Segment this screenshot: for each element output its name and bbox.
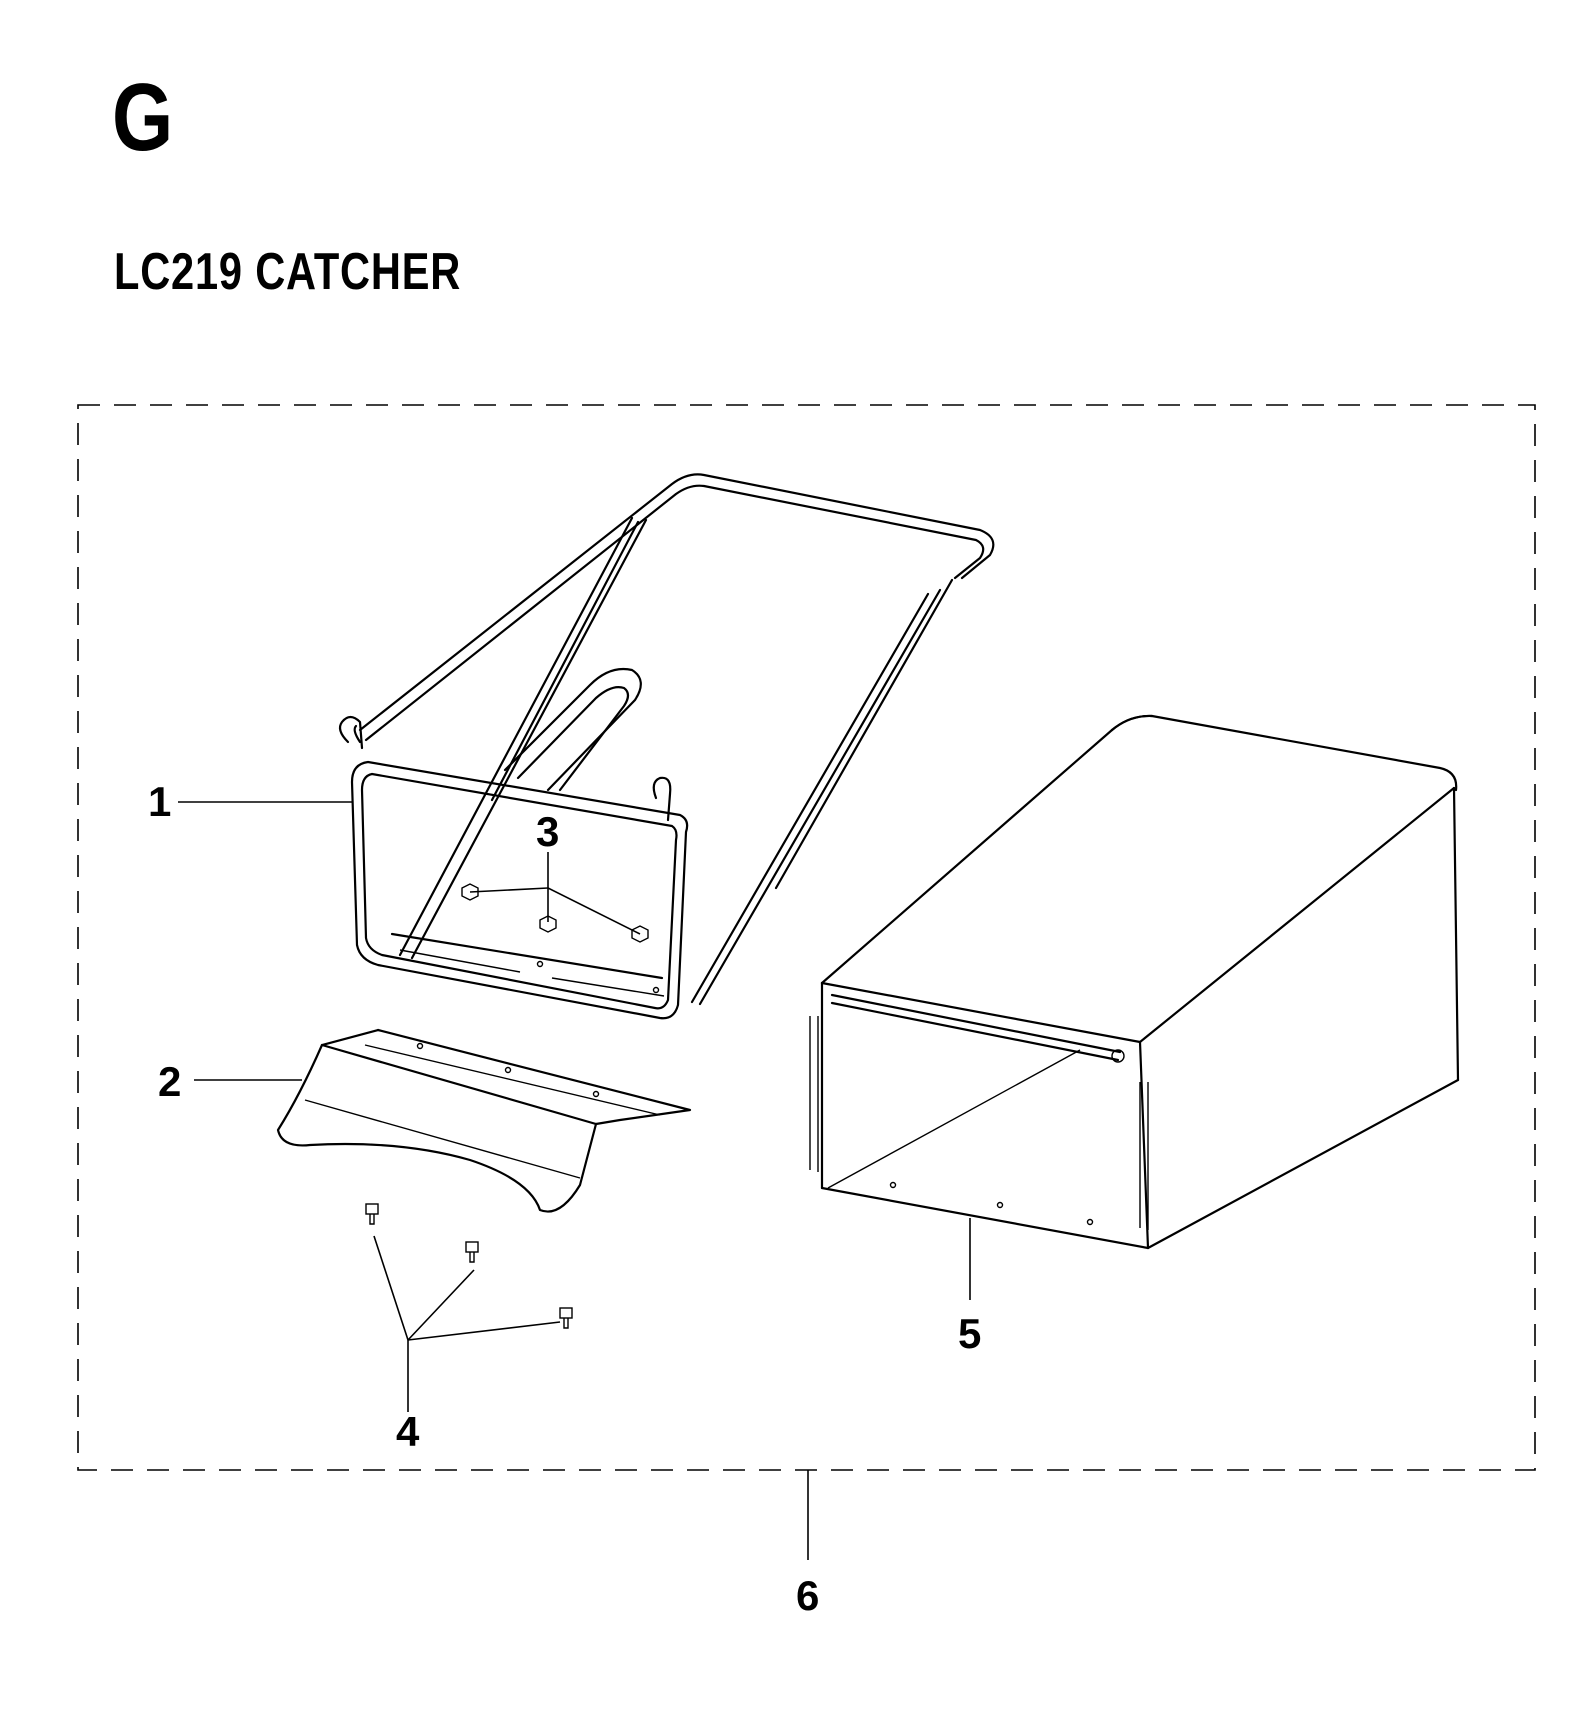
leader-4c xyxy=(407,1321,561,1341)
callout-4: 4 xyxy=(396,1408,420,1455)
callout-2: 2 xyxy=(158,1058,181,1105)
callout-3: 3 xyxy=(536,808,559,855)
leader-4b xyxy=(407,1269,475,1341)
callout-1: 1 xyxy=(148,778,171,825)
catcher-frame xyxy=(338,473,995,1020)
leader-4a xyxy=(373,1235,409,1341)
catcher-bag xyxy=(809,714,1460,1250)
deflector-plate xyxy=(276,1028,692,1213)
callout-6: 6 xyxy=(796,1572,819,1619)
bolts xyxy=(365,1203,573,1329)
section-letter: G xyxy=(112,64,174,171)
page-title: LC219 CATCHER xyxy=(114,243,462,301)
kit-boundary-dashed xyxy=(77,404,1536,1471)
callout-5: 5 xyxy=(958,1310,981,1357)
leader-3a xyxy=(469,887,549,893)
leader-3b xyxy=(547,887,641,935)
